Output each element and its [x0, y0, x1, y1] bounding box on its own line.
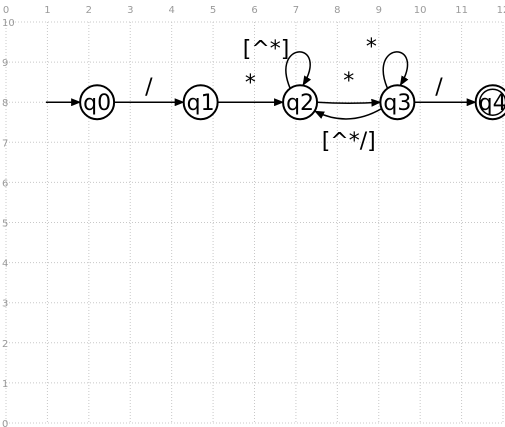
state-label: q4 [479, 91, 505, 116]
y-tick-label: 0 [2, 419, 8, 427]
state-label: q2 [286, 91, 314, 116]
x-tick-label: 7 [293, 5, 299, 16]
x-tick-label: 11 [455, 5, 468, 16]
y-tick-label: 10 [2, 18, 15, 29]
transition-q2-q3 [317, 98, 382, 107]
state-circle [182, 84, 219, 121]
state-q3: q3 [379, 84, 416, 121]
state-q0: q0 [79, 84, 116, 121]
state-label: q0 [83, 91, 111, 116]
transition-label-q3-q2: [^*/] [322, 129, 376, 154]
y-tick-label: 4 [2, 259, 8, 270]
x-tick-label: 5 [210, 5, 216, 16]
axis-ticks: 0123456789101112109876543210 [2, 5, 505, 427]
state-q1: q1 [182, 84, 219, 121]
x-tick-label: 6 [251, 5, 257, 16]
state-circle [379, 84, 416, 121]
y-tick-label: 2 [2, 339, 8, 350]
x-tick-label: 2 [86, 5, 92, 16]
transition-label-q0-q1: / [145, 75, 153, 100]
state-label: q3 [383, 91, 411, 116]
y-tick-label: 6 [2, 178, 8, 189]
transitions [46, 51, 477, 120]
transition-q3-q2 [314, 107, 383, 120]
state-circle [282, 84, 319, 121]
x-tick-label: 4 [168, 5, 174, 16]
y-tick-label: 9 [2, 58, 8, 69]
y-tick-label: 5 [2, 219, 8, 230]
x-tick-label: 9 [376, 5, 382, 16]
x-tick-label: 1 [44, 5, 50, 16]
x-tick-label: 12 [497, 5, 505, 16]
transition-label-q1-q2: * [245, 71, 256, 96]
states: q0 q1 q2 q3 q4 [79, 84, 505, 121]
x-tick-label: 10 [414, 5, 427, 16]
state-label: q1 [187, 91, 215, 116]
transition-label-q3-q3: * [366, 35, 377, 60]
state-q2: q2 [282, 84, 319, 121]
accepting-ring [478, 88, 505, 116]
y-tick-label: 1 [2, 379, 8, 390]
transition-labels: / * [^*] * * [^*/] / [145, 35, 443, 154]
transition-label-q2-q2: [^*] [243, 37, 290, 62]
transition-label-q3-q4: / [435, 75, 443, 100]
y-tick-label: 3 [2, 299, 8, 310]
y-tick-label: 7 [2, 138, 8, 149]
state-q4: q4 [474, 84, 505, 121]
x-tick-label: 0 [3, 5, 9, 16]
x-tick-label: 8 [334, 5, 340, 16]
state-circle [79, 84, 116, 121]
transition-q3-q3 [382, 51, 409, 89]
y-tick-label: 8 [2, 98, 8, 109]
transition-q2-q2 [285, 51, 312, 89]
transition-label-q2-q3: * [343, 69, 354, 94]
x-tick-label: 3 [127, 5, 133, 16]
